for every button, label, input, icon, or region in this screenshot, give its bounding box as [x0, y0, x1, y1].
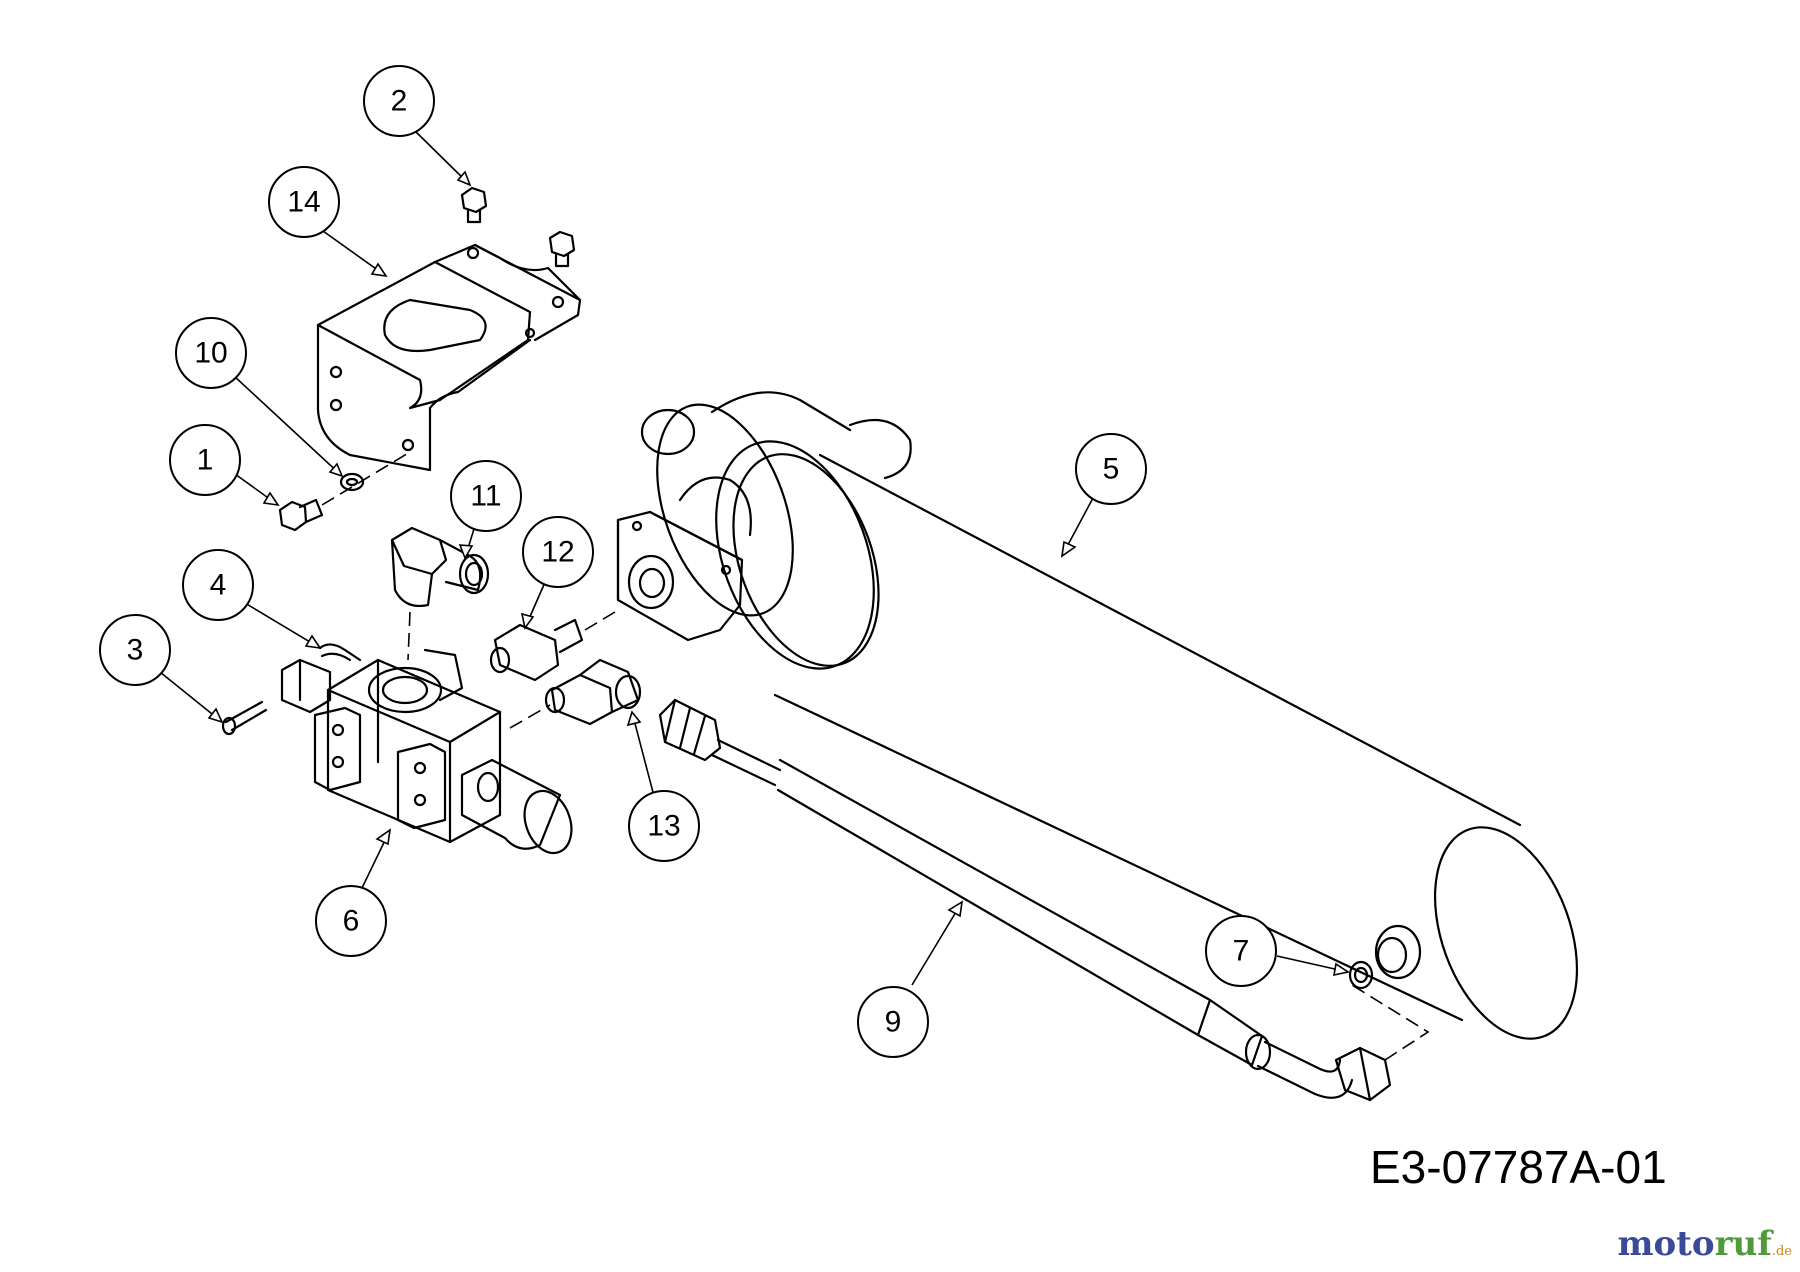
callout-10: 10 [175, 317, 344, 478]
callout-13: 13 [626, 710, 700, 862]
svg-text:12: 12 [541, 536, 574, 569]
svg-text:10: 10 [194, 337, 227, 370]
cotter-pin [318, 643, 362, 662]
callout-9: 9 [857, 900, 964, 1058]
svg-text:9: 9 [885, 1006, 902, 1039]
bracket-bolts [460, 186, 576, 268]
o-ring [1348, 960, 1374, 990]
drawing-code-label: E3-07787A-01 [1370, 1141, 1667, 1193]
svg-text:4: 4 [210, 569, 227, 602]
callout-1: 1 [169, 424, 280, 507]
svg-text:2: 2 [391, 85, 408, 118]
callout-3: 3 [99, 614, 224, 724]
clevis-pin [221, 700, 268, 736]
callout-7: 7 [1205, 915, 1351, 987]
svg-text:13: 13 [647, 810, 680, 843]
svg-text:7: 7 [1233, 935, 1250, 968]
watermark-logo: motoruf.de [1618, 1224, 1792, 1264]
elbow-fitting-11 [390, 526, 490, 608]
svg-text:3: 3 [127, 634, 144, 667]
callout-5: 5 [1060, 433, 1147, 558]
control-valve [280, 648, 573, 855]
watermark-brand-suffix: .de [1771, 1244, 1792, 1259]
callout-11: 11 [450, 460, 522, 560]
callout-12: 12 [520, 516, 594, 630]
watermark-brand-accent: ruf [1714, 1224, 1772, 1264]
assembly-line-13 [509, 704, 551, 729]
svg-text:1: 1 [197, 444, 214, 477]
svg-text:5: 5 [1103, 453, 1120, 486]
callout-14: 14 [268, 166, 388, 278]
svg-text:11: 11 [470, 480, 501, 513]
mounting-bracket [316, 243, 582, 472]
elbow-fitting-13 [544, 658, 642, 726]
hex-bolt [278, 498, 324, 532]
straight-fitting-12 [489, 618, 584, 682]
assembly-line-11 [407, 611, 411, 661]
callout-2: 2 [363, 65, 472, 187]
assembly-line-12 [584, 611, 616, 631]
assembly-line-bolt [321, 451, 411, 506]
watermark-brand-main: moto [1617, 1224, 1715, 1264]
lock-washer [339, 472, 365, 492]
hydraulic-cylinder [616, 391, 1579, 1040]
svg-text:14: 14 [287, 186, 320, 219]
hydraulic-hose [658, 698, 1430, 1102]
callout-6: 6 [315, 828, 392, 957]
svg-text:6: 6 [343, 905, 360, 938]
callout-4: 4 [182, 549, 322, 650]
